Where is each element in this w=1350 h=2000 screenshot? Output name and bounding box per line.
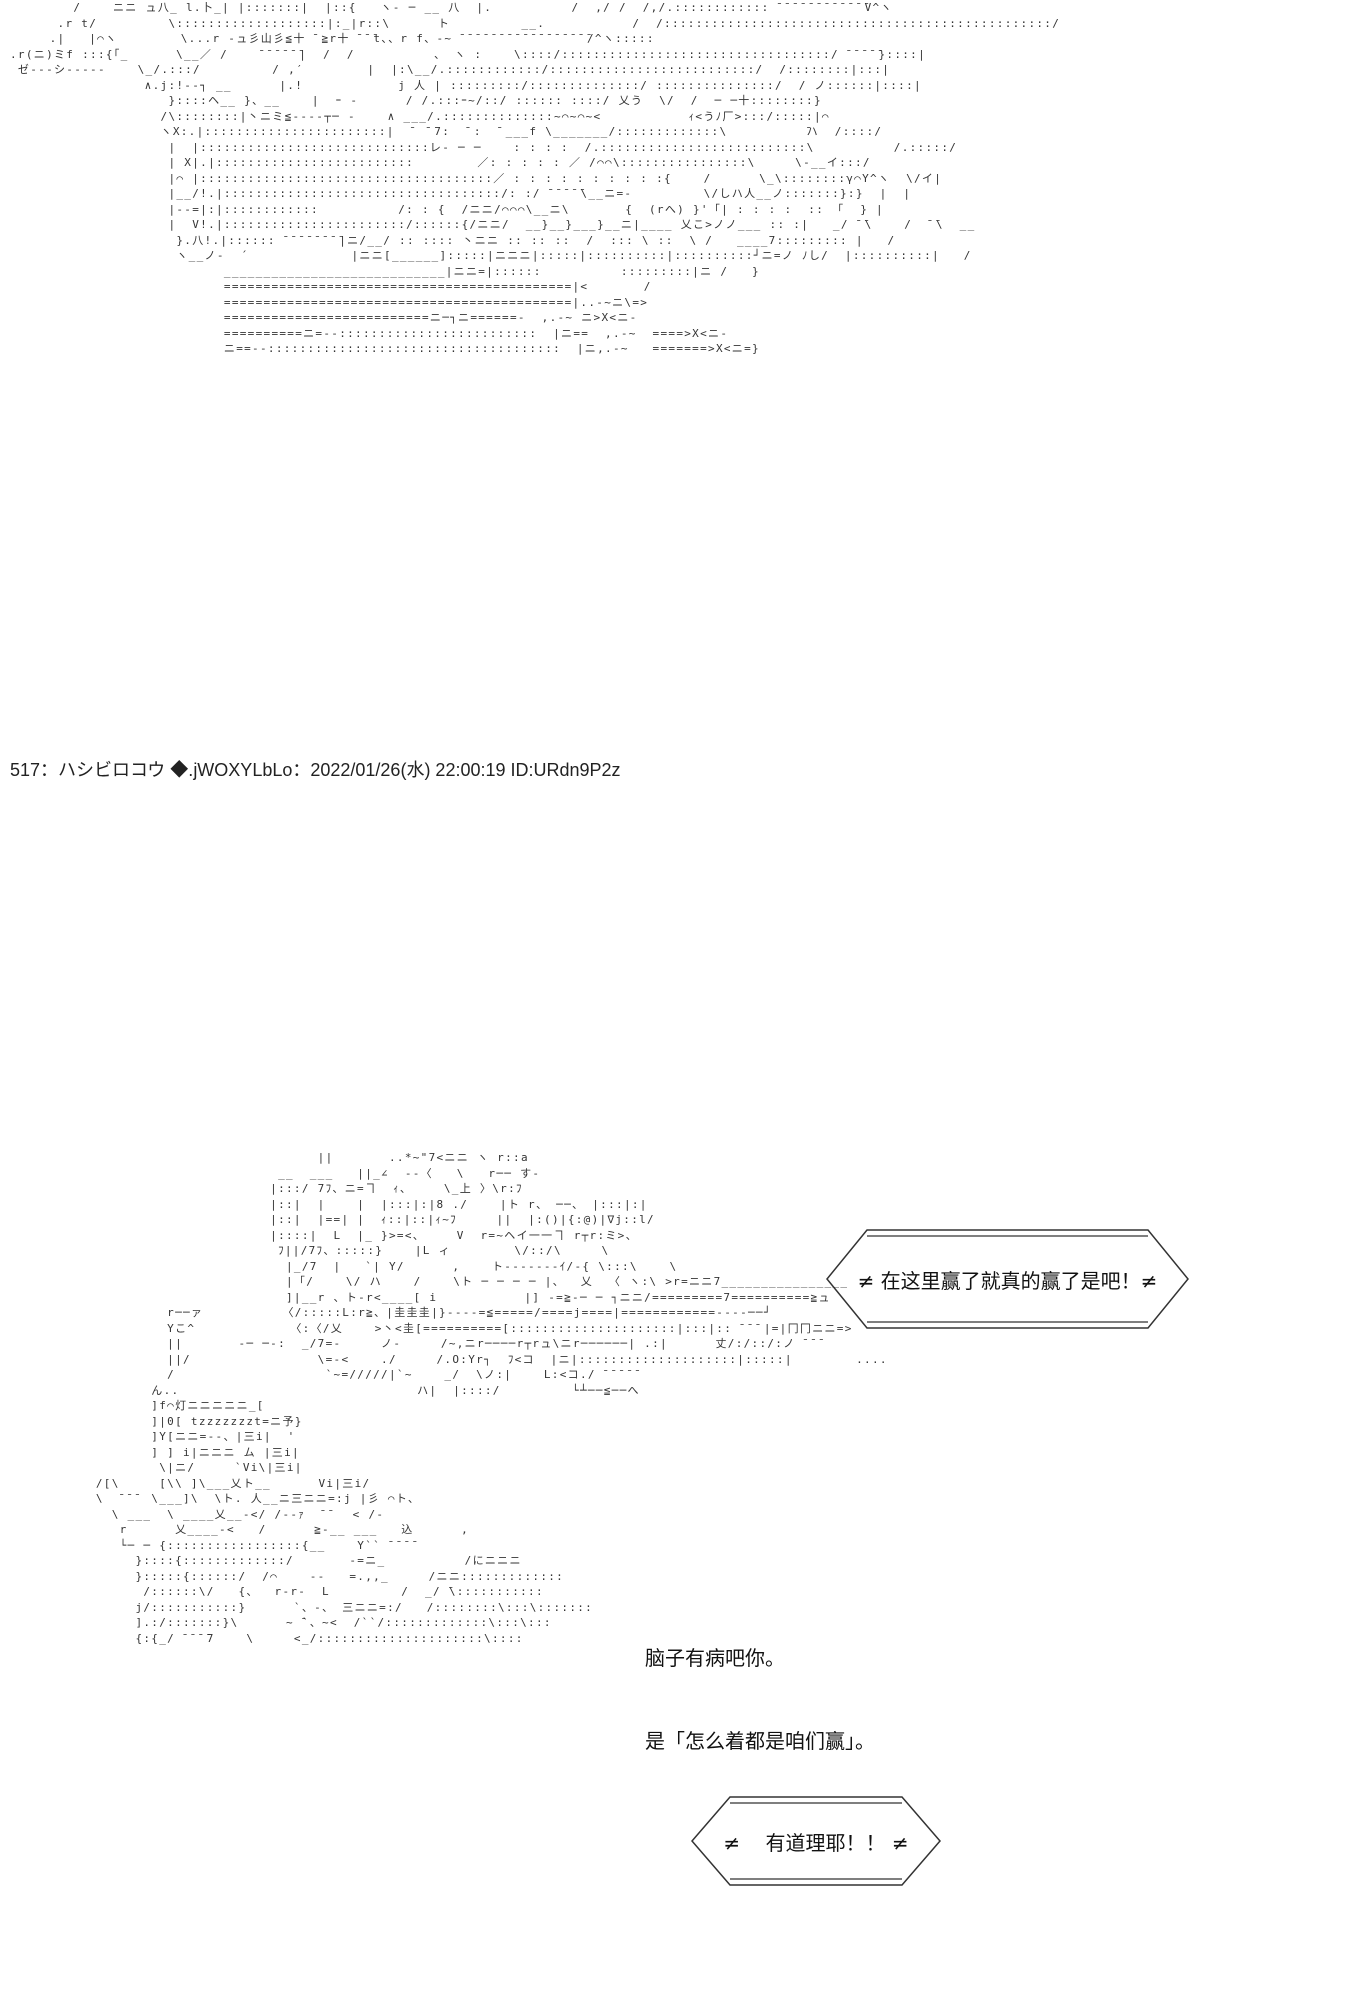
ascii-art-top: / ニニ ュ八_ l.卜_| |:::::::| |::{ ヽ- ─ __ 八 … [10,1,1061,355]
dialogue-line-b: 是「怎么着都是咱们赢」。 [645,1729,875,1753]
speech-bubble-bottom: ≠ 有道理耶！！ ≠ [690,1795,942,1887]
speech-bubble-top: ≠ 在这里赢了就真的赢了是吧！≠ [825,1228,1190,1330]
speech-bubble-bottom-frame [691,1796,941,1886]
post-header: 517：ハシビロコウ ◆.jWOXYLbLo：2022/01/26(水) 22:… [10,760,621,780]
speech-bubble-top-frame [826,1229,1189,1329]
speech-bubble-bottom-text: ≠ 有道理耶！！ ≠ [723,1831,909,1855]
speech-bubble-top-text: ≠ 在这里赢了就真的赢了是吧！≠ [857,1269,1158,1293]
ascii-art-bottom: || ..*~"7<ニニ ヽ r::a __ ___ ||_∠ --〈 \ r─… [95,1151,888,1645]
dialogue-line-a: 脑子有病吧你。 [645,1646,785,1670]
